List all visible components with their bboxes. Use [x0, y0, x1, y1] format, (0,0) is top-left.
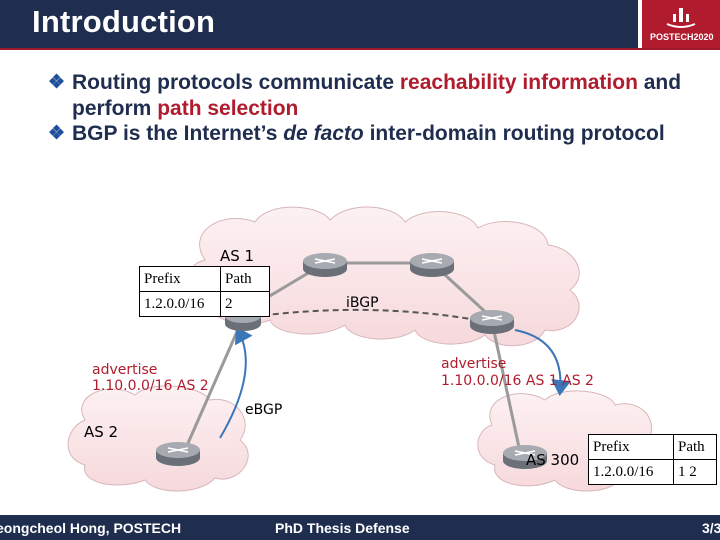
table-cell-prefix: 1.2.0.0/16 [588, 459, 674, 485]
footer-author: eongcheol Hong, POSTECH [0, 520, 182, 536]
title-separator [638, 0, 642, 48]
footer-page-number: 3/3 [702, 520, 720, 536]
bgp-diagram [67, 206, 657, 492]
bullet-2-italic-defacto: de facto [283, 122, 364, 145]
router-icon [470, 310, 514, 334]
title-left-accent [0, 0, 18, 48]
ebgp-label: eBGP [245, 402, 283, 418]
router-icon [503, 445, 547, 469]
as300-rib-table: Prefix Path 1.2.0.0/16 1 2 [588, 434, 717, 485]
advertise-right-line2: 1.10.0.0/16 AS 1 AS 2 [441, 373, 594, 389]
bullet-2: ❖ BGP is the Internet’s de facto inter-d… [48, 121, 708, 147]
postech-emblem-icon [666, 8, 696, 28]
table-row: Prefix Path [139, 266, 270, 292]
as1-label: AS 1 [220, 247, 255, 265]
ibgp-label: iBGP [346, 295, 379, 311]
table-row: Prefix Path [588, 434, 717, 460]
table-header-path: Path [220, 266, 270, 292]
table-cell-path: 1 2 [673, 459, 717, 485]
ebgp-link [183, 317, 245, 451]
as1-as300-link [490, 321, 522, 453]
advertise-arrow-right [514, 329, 572, 396]
diamond-bullet-icon: ❖ [48, 72, 66, 93]
advertise-arrow-left [219, 326, 253, 439]
postech-logo: POSTECH2020 [642, 0, 720, 48]
table-header-prefix: Prefix [139, 266, 221, 292]
advertise-left-line1: advertise [92, 362, 158, 378]
title-box: Introduction [18, 0, 638, 48]
router-icon [410, 253, 454, 277]
table-row: 1.2.0.0/16 1 2 [588, 459, 717, 485]
advertise-left-line2: 1.10.0.0/16 AS 2 [92, 378, 209, 394]
ibgp-session-line [242, 308, 489, 323]
bullet-1-highlight-path-selection: path selection [157, 96, 299, 120]
table-cell-path: 2 [220, 291, 270, 317]
bullet-2-text-a: BGP is the Internet’s [72, 122, 284, 145]
bullet-list: ❖ Routing protocols communicate reachabi… [48, 70, 708, 147]
advertise-right-line1: advertise [441, 356, 507, 372]
router-icon [156, 442, 200, 466]
as300-label: AS 300 [526, 451, 580, 469]
as1-rib-table: Prefix Path 1.2.0.0/16 2 [139, 266, 270, 317]
bullet-1-text-a: Routing protocols communicate [72, 71, 400, 94]
slide-title: Introduction [32, 4, 216, 39]
bullet-1: ❖ Routing protocols communicate reachabi… [48, 70, 708, 121]
table-header-path: Path [673, 434, 717, 460]
title-underline [0, 48, 720, 50]
bullet-1-text-b: and perform [72, 71, 682, 120]
footer-bar: eongcheol Hong, POSTECH PhD Thesis Defen… [0, 515, 720, 540]
router-icon [303, 253, 347, 277]
table-cell-prefix: 1.2.0.0/16 [139, 291, 221, 317]
bullet-1-highlight-reachability: reachability information [399, 71, 638, 94]
table-header-prefix: Prefix [588, 434, 674, 460]
bullet-2-text-b: inter-domain routing protocol [363, 122, 665, 145]
diamond-bullet-icon: ❖ [48, 123, 66, 144]
as2-label: AS 2 [84, 423, 119, 441]
table-row: 1.2.0.0/16 2 [139, 291, 270, 317]
footer-event: PhD Thesis Defense [275, 520, 410, 536]
title-bar: Introduction POSTECH2020 [0, 0, 720, 50]
logo-text: POSTECH2020 [650, 32, 714, 42]
